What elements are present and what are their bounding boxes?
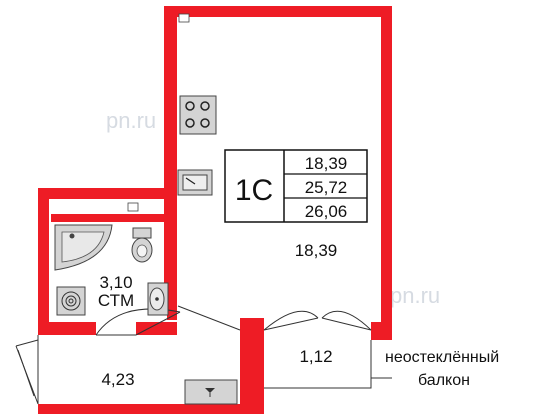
apartment-type: 1C	[235, 174, 273, 207]
bathroom-area: 3,10	[99, 273, 132, 292]
wall-hall-bottom	[38, 404, 264, 414]
legend-value-1: 18,39	[305, 154, 348, 173]
washing-machine-icon	[56, 286, 86, 316]
hallway-area: 4,23	[101, 370, 134, 389]
sink-icon	[177, 169, 213, 196]
wall-hall-right	[240, 318, 264, 414]
window-icon	[15, 345, 39, 405]
legend-value-2: 25,72	[305, 178, 348, 197]
outlet-icons	[127, 13, 190, 212]
balcony-note-line2: балкон	[418, 372, 470, 389]
bathtub-icon	[54, 224, 113, 271]
wall-bath-bottom-left	[38, 322, 96, 335]
balcony-area: 1,12	[299, 347, 332, 366]
stove-icon	[179, 95, 217, 135]
toilet-icon	[131, 227, 153, 263]
wall-bath-inner	[51, 214, 177, 222]
legend-box: 1C 18,39 25,72 26,06	[224, 149, 368, 223]
legend-value-3: 26,06	[305, 202, 348, 221]
wall-bath-top	[38, 188, 177, 199]
wall-living-top	[164, 6, 390, 17]
balcony-note-line1: неостеклённый	[385, 349, 499, 366]
washbasin-icon	[147, 282, 169, 316]
bathroom-name: СТМ	[98, 291, 134, 310]
wall-bath-bottom-right	[136, 322, 177, 335]
electrical-panel-icon	[184, 379, 238, 405]
wall-bath-right	[167, 214, 177, 320]
living-room-area: 18,39	[295, 241, 338, 260]
wall-living-right	[381, 6, 392, 340]
wall-balcony-post	[371, 322, 392, 340]
watermark-left: pn.ru	[106, 108, 156, 133]
watermark-right: pn.ru	[390, 283, 440, 308]
door-icon[interactable]	[263, 310, 372, 331]
outlines	[15, 305, 392, 404]
walls	[38, 6, 392, 414]
wall-bath-left	[38, 188, 49, 335]
